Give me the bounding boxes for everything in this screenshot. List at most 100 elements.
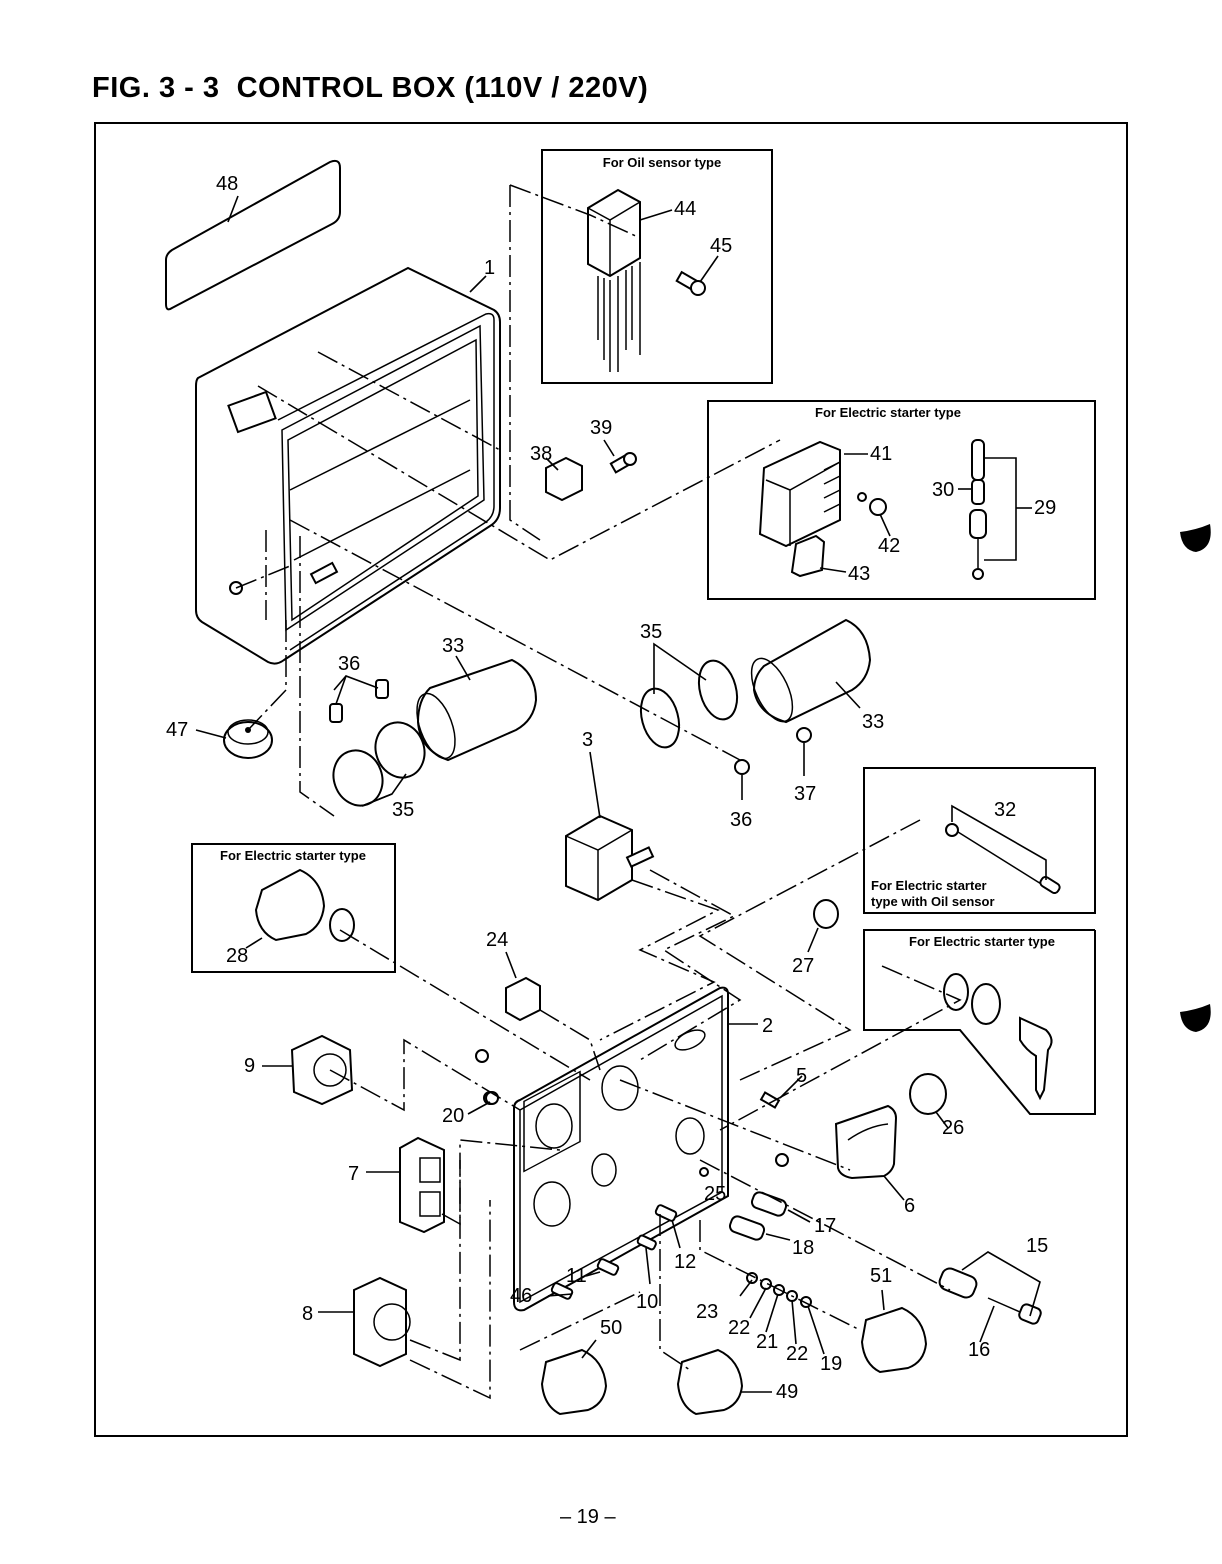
part-35-bracket-right [639,659,739,749]
callout-9: 9 [244,1055,255,1077]
callout-8: 8 [302,1303,313,1325]
callout-42: 42 [878,535,900,557]
callout-33-right: 33 [862,711,884,733]
callout-49: 49 [776,1381,798,1403]
part-8-receptacle [353,1276,411,1368]
part-29-fuse-holder [969,439,1017,580]
callout-5: 5 [796,1065,807,1087]
part-49-switch [676,1348,744,1416]
callout-27: 27 [792,955,814,977]
callout-35-right: 35 [640,621,662,643]
part-25-screw [699,1167,709,1177]
callout-36-left: 36 [338,653,360,675]
inset-electric-starter-top-title: For Electric starter type [815,405,961,420]
inset-electric-starter-oil-title-2: type with Oil sensor [871,894,995,909]
part-43-cover [790,534,826,578]
part-42-screw [857,492,887,516]
callout-12: 12 [674,1251,696,1273]
part-35-bracket-left [332,721,426,807]
part-32-wire [945,804,1061,895]
callout-47: 47 [166,719,188,741]
nut [775,1153,789,1167]
callout-20: 20 [442,1105,464,1127]
part-28-starter-switch [254,868,355,942]
part-12-screw [654,1204,678,1222]
key-switch-parts [943,973,1053,1101]
callout-2: 2 [762,1015,773,1037]
callout-15: 15 [1026,1235,1048,1257]
part-38-terminal [545,456,583,502]
page-number: – 19 – [560,1506,616,1528]
part-9-receptacle [290,1034,354,1106]
callout-22-left: 22 [728,1317,750,1339]
callout-16: 16 [968,1339,990,1361]
part-39-screw [609,452,637,474]
callout-44: 44 [674,198,696,220]
inset-oil-sensor: For Oil sensor type [541,149,773,384]
callout-3: 3 [582,729,593,751]
diagram-frame [94,122,1128,1437]
assembly-lines [235,184,962,1400]
inset-electric-starter-oil-title-1: For Electric starter [871,878,987,893]
callout-11: 11 [566,1265,587,1287]
part-50-switch [540,1348,608,1416]
callout-39: 39 [590,417,612,439]
callout-18: 18 [792,1237,814,1259]
part-15-fuse-holder [938,1251,1042,1325]
part-48-label-plate [165,159,341,311]
callout-41: 41 [870,443,892,465]
callout-1: 1 [484,257,495,279]
callout-7: 7 [348,1163,359,1185]
part-44-oil-sensor-unit [587,188,641,372]
part-26-knob [909,1073,947,1115]
inset-oil-sensor-title: For Oil sensor type [603,155,721,170]
callout-30: 30 [932,479,954,501]
part-5-screw [759,1091,781,1109]
callout-37: 37 [794,783,816,805]
callout-48: 48 [216,173,238,195]
callout-labels: 48 1 44 45 39 38 41 42 43 30 29 33 33 35… [166,173,1056,1403]
part-18-fuse-holder [728,1215,766,1241]
callout-46: 46 [510,1285,532,1307]
callout-26: 26 [942,1117,964,1139]
part-6-meter [834,1104,898,1180]
callout-22-right: 22 [786,1343,808,1365]
binder-hole-marks [1180,524,1211,1032]
part-3-circuit-breaker [565,814,655,902]
part-11-screw [596,1258,620,1276]
part-1-control-box [195,266,501,665]
leader-lines [195,195,1032,1393]
callout-10: 10 [636,1291,658,1313]
callout-19: 19 [820,1353,842,1375]
callout-36-right: 36 [730,809,752,831]
part-17-fuse-holder [750,1191,788,1217]
figure-title: FIG. 3 - 3 CONTROL BOX (110V / 220V) [92,72,649,104]
callout-28: 28 [226,945,248,967]
inset-electric-starter-oil: For Electric starter type with Oil senso… [863,767,1096,914]
part-41-rectifier [758,440,841,548]
part-51-switch [860,1306,928,1374]
callout-43: 43 [848,563,870,585]
callout-32: 32 [994,799,1016,821]
callout-23: 23 [696,1301,718,1323]
part-33-capacitor-left [416,658,538,762]
part-37-screw [796,727,812,743]
callout-45: 45 [710,235,732,257]
callout-51: 51 [870,1265,892,1287]
part-33-capacitor-right [750,618,872,724]
callout-24: 24 [486,929,508,951]
part-7-receptacle [399,1136,445,1234]
callout-50: 50 [600,1317,622,1339]
part-10-screw [636,1234,657,1251]
callout-29: 29 [1034,497,1056,519]
callout-6: 6 [904,1195,915,1217]
callout-25: 25 [704,1183,726,1205]
callout-21: 21 [756,1331,778,1353]
inset-electric-starter-left-title: For Electric starter type [220,848,366,863]
callout-38: 38 [530,443,552,465]
part-27-knob [813,899,839,929]
callout-35-left: 35 [392,799,414,821]
part-47-grommet [223,719,273,759]
part-2-control-panel [475,986,729,1312]
